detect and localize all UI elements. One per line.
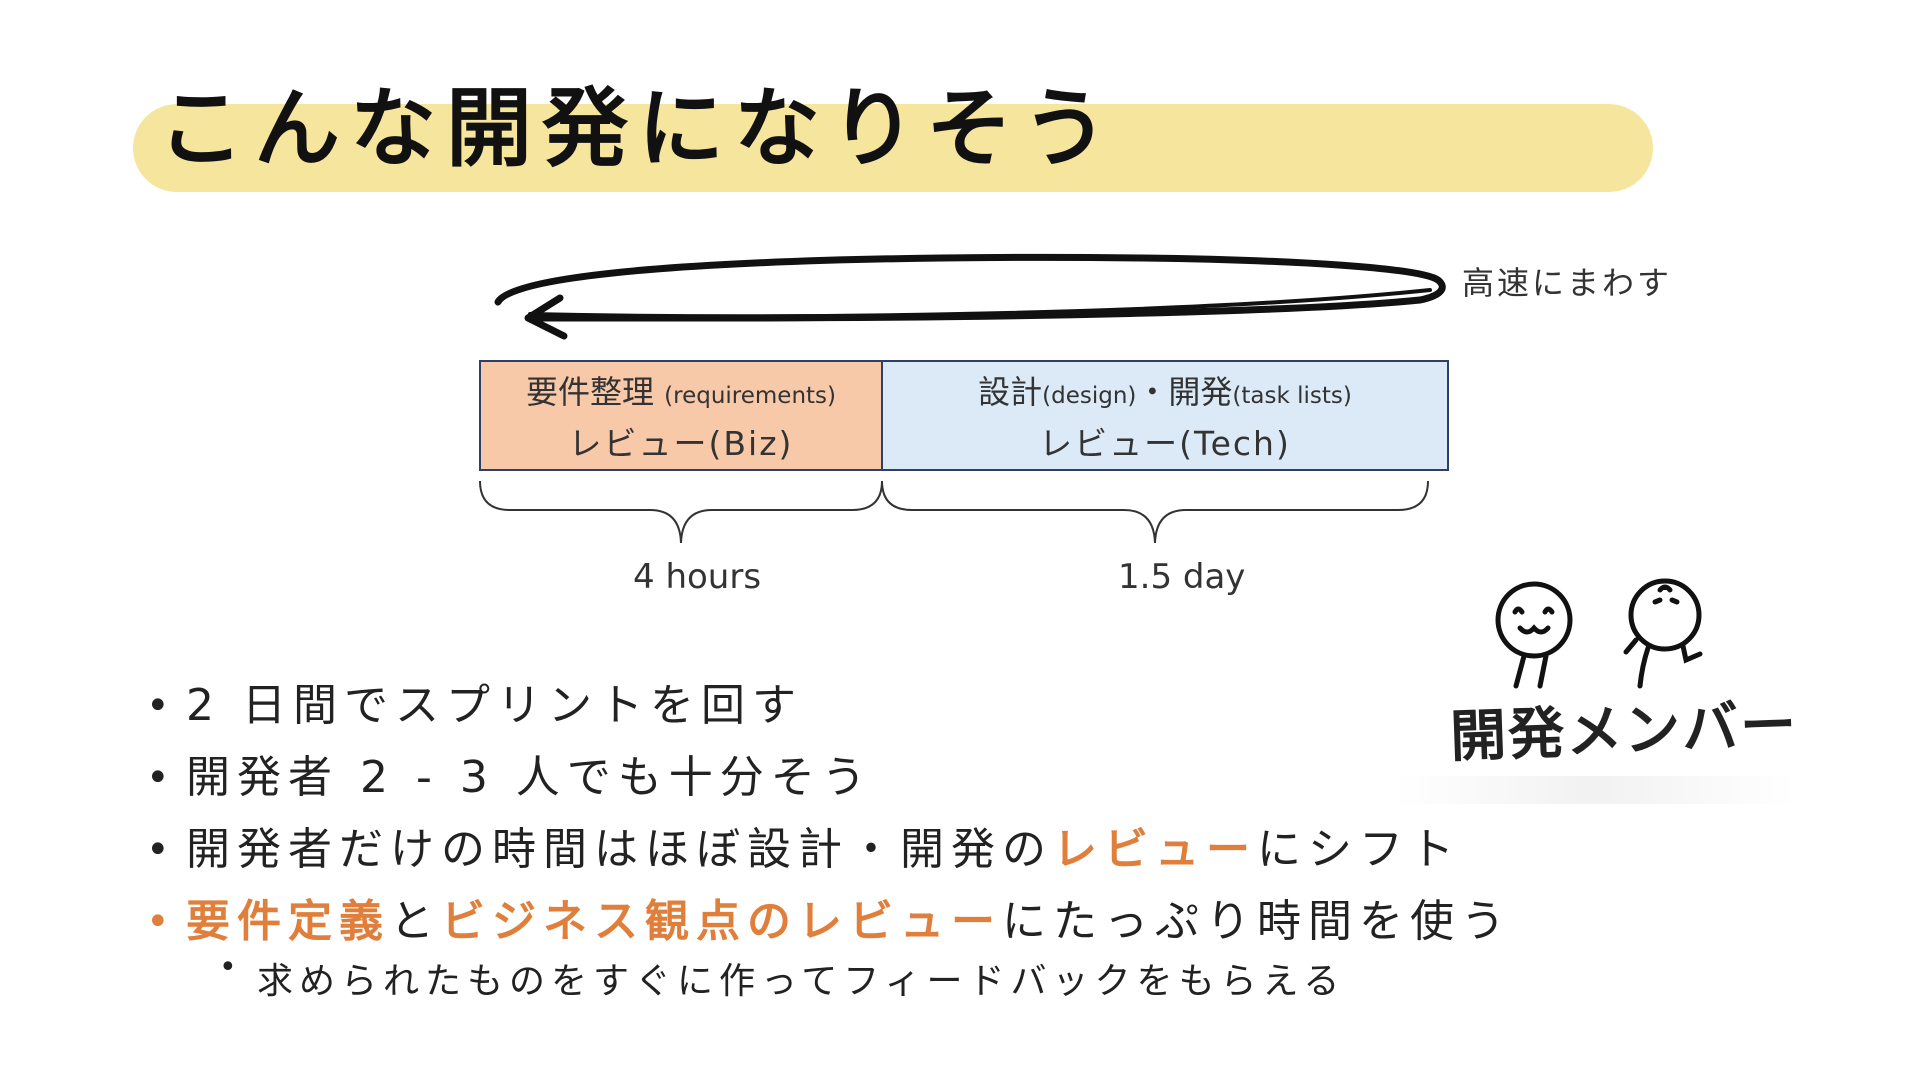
bullet-requirements-time: 要件定義とビジネス観点のレビューにたっぷり時間を使う — [140, 886, 1512, 958]
loop-label: 高速にまわす — [1462, 258, 1672, 304]
duration-braces — [480, 481, 1428, 543]
bullet-req-post: にたっぷり時間を使う — [1002, 896, 1512, 947]
bullet-list: 2 日間でスプリントを回す 開発者 2 - 3 人でも十分そう 開発者だけの時間… — [140, 670, 1512, 958]
requirements-review-box: 要件整理 (requirements) レビュー(Biz) — [479, 360, 883, 471]
requirements-box-label: 要件整理 — [526, 373, 654, 411]
design-sublabel: (design) — [1042, 383, 1136, 409]
duration-requirements: 4 hours — [633, 557, 761, 597]
member-2-doodle — [1626, 581, 1700, 686]
bullet-dev-time-highlight: レビュー — [1053, 824, 1257, 875]
loop-arrow-top-stroke — [498, 257, 1442, 302]
bullet-dev-time-post: にシフト — [1257, 824, 1461, 875]
development-box-review: レビュー(Tech) — [1039, 417, 1291, 465]
development-sublabel: (task lists) — [1232, 383, 1351, 409]
development-box-line1: 設計(design)・開発(task lists) — [978, 367, 1352, 413]
members-underline-fade — [1395, 776, 1795, 804]
requirements-box-review: レビュー(Biz) — [569, 417, 794, 465]
member-doodles — [1498, 581, 1700, 686]
bullet-sprint: 2 日間でスプリントを回す — [140, 670, 1512, 742]
development-label: 開発 — [1168, 373, 1232, 411]
brace-requirements — [480, 481, 882, 543]
bullet-dev-time: 開発者だけの時間はほぼ設計・開発のレビューにシフト — [140, 814, 1512, 886]
requirements-box-line1: 要件整理 (requirements) — [526, 367, 836, 413]
members-label: 開発メンバー — [1449, 680, 1800, 773]
design-label: 設計 — [978, 373, 1042, 411]
sub-bullet-feedback: 求められたものをすぐに作ってフィードバックをもらえる — [215, 952, 1345, 1004]
loop-arrow — [498, 257, 1442, 336]
bullet-dev-time-pre: 開発者だけの時間はほぼ設計・開発の — [186, 824, 1053, 875]
bullet-req-highlight-1: 要件定義 — [186, 896, 390, 947]
duration-development: 1.5 day — [1118, 557, 1245, 597]
development-review-box: 設計(design)・開発(task lists) レビュー(Tech) — [881, 360, 1449, 471]
bullet-req-highlight-2: ビジネス観点のレビュー — [441, 896, 1002, 947]
loop-arrow-extra-stroke — [530, 290, 1430, 316]
brace-development — [882, 481, 1428, 543]
bullet-team-size: 開発者 2 - 3 人でも十分そう — [140, 742, 1512, 814]
requirements-box-sublabel: (requirements) — [664, 383, 836, 409]
separator-dot: ・ — [1136, 373, 1168, 411]
bullet-req-mid: と — [390, 896, 441, 947]
